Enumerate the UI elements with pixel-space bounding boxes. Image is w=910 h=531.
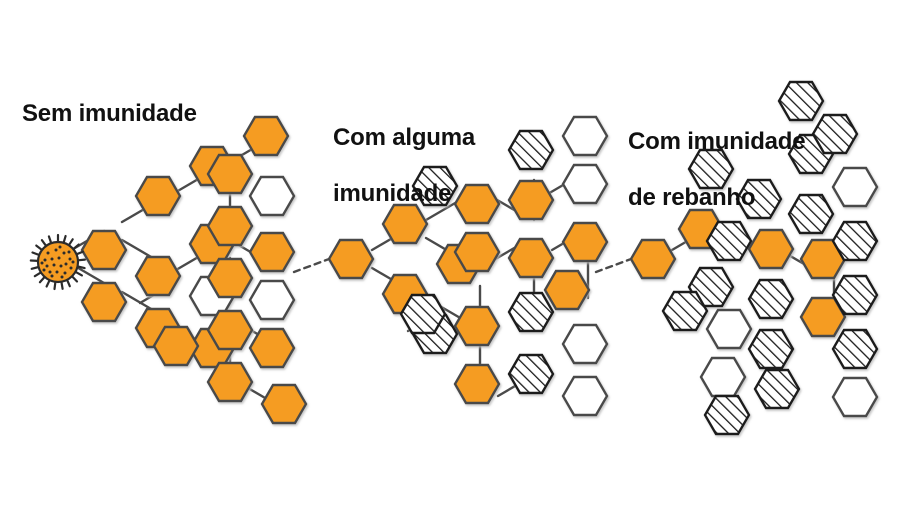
hex-susceptible[interactable] (248, 279, 296, 321)
hex-susceptible[interactable] (561, 323, 609, 365)
hex-infected[interactable] (248, 231, 296, 273)
hex-immune[interactable] (747, 328, 795, 370)
panel-title-line: imunidade (333, 180, 452, 207)
hex-infected[interactable] (206, 309, 254, 351)
hex-infected[interactable] (80, 229, 128, 271)
panel-title-herd-immunity: Com imunidade de rebanho (628, 100, 806, 240)
hex-infected[interactable] (453, 183, 501, 225)
panel-title-line: Com imunidade (628, 128, 806, 155)
hex-infected[interactable] (453, 305, 501, 347)
hex-immune[interactable] (787, 193, 835, 235)
hex-infected[interactable] (561, 221, 609, 263)
hex-infected[interactable] (629, 238, 677, 280)
hex-susceptible[interactable] (561, 375, 609, 417)
hex-infected[interactable] (134, 175, 182, 217)
hex-infected[interactable] (242, 115, 290, 157)
panel-some-immunity-cells (327, 115, 609, 417)
panel-herd-immunity-cells (629, 80, 879, 436)
hex-infected[interactable] (507, 179, 555, 221)
hex-immune[interactable] (507, 129, 555, 171)
panel-title-no-immunity: Sem imunidade (22, 100, 197, 127)
hex-susceptible[interactable] (705, 308, 753, 350)
hex-susceptible[interactable] (561, 163, 609, 205)
hex-immune[interactable] (831, 220, 879, 262)
hex-infected[interactable] (206, 361, 254, 403)
hex-susceptible[interactable] (831, 376, 879, 418)
hex-infected[interactable] (206, 257, 254, 299)
hex-immune[interactable] (507, 353, 555, 395)
hex-immune[interactable] (811, 113, 859, 155)
hex-immune[interactable] (831, 328, 879, 370)
panel-no-immunity-cells (80, 115, 308, 425)
hex-immune[interactable] (705, 220, 753, 262)
hex-infected[interactable] (327, 238, 375, 280)
panel-title-line: Com alguma (333, 124, 476, 151)
hex-immune[interactable] (687, 266, 735, 308)
hex-infected[interactable] (260, 383, 308, 425)
hex-infected[interactable] (507, 237, 555, 279)
panel-title-some-immunity: Com alguma imunidade (333, 96, 475, 236)
hex-infected[interactable] (206, 205, 254, 247)
hex-immune[interactable] (399, 293, 447, 335)
virus-icon (29, 233, 86, 291)
panel-title-line: de rebanho (628, 184, 756, 211)
hex-infected[interactable] (543, 269, 591, 311)
hex-susceptible[interactable] (831, 166, 879, 208)
hex-susceptible[interactable] (248, 175, 296, 217)
hex-immune[interactable] (703, 394, 751, 436)
hex-infected[interactable] (206, 153, 254, 195)
hex-infected[interactable] (134, 255, 182, 297)
hex-immune[interactable] (507, 291, 555, 333)
hex-immune[interactable] (735, 178, 783, 220)
hex-immune[interactable] (411, 165, 459, 207)
hex-immune[interactable] (747, 278, 795, 320)
virus-dots (40, 245, 75, 279)
hex-infected[interactable] (453, 363, 501, 405)
hex-infected[interactable] (80, 281, 128, 323)
hex-immune[interactable] (687, 148, 735, 190)
hex-susceptible[interactable] (699, 356, 747, 398)
hex-susceptible[interactable] (561, 115, 609, 157)
hex-infected[interactable] (747, 228, 795, 270)
hex-immune[interactable] (831, 274, 879, 316)
hex-infected[interactable] (453, 231, 501, 273)
hex-immune[interactable] (777, 80, 825, 122)
hex-infected[interactable] (248, 327, 296, 369)
hex-infected[interactable] (152, 325, 200, 367)
hex-immune[interactable] (661, 290, 709, 332)
hex-immune[interactable] (753, 368, 801, 410)
hex-infected[interactable] (381, 203, 429, 245)
